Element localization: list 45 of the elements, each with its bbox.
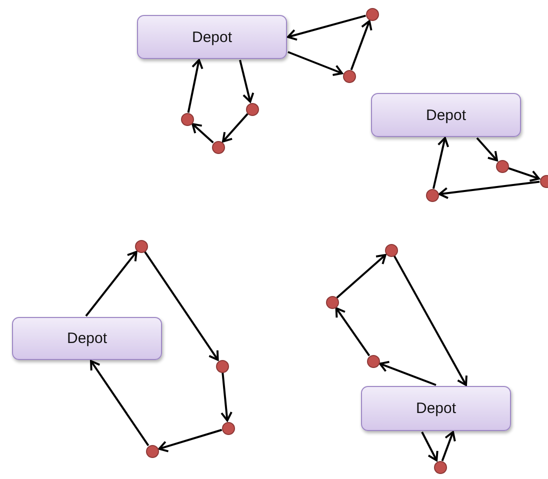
stop-circle [180,112,194,126]
arrow [335,307,370,356]
depot-box [12,317,162,360]
arrow [288,51,344,76]
arrow [158,428,222,452]
stop-circle [212,140,224,154]
arrow [90,360,150,446]
stop-circle [134,240,148,252]
stop-circle [366,354,380,368]
arrow [85,250,138,317]
arrow [336,254,386,298]
depot-box [361,386,511,431]
depot-label: Depot [66,330,108,347]
depot-label: Depot [426,106,466,124]
depot-box [137,15,287,59]
arrow [350,20,372,70]
arrow [476,137,498,162]
arrow [432,137,450,189]
stop-circle [426,188,438,202]
arrow [222,113,248,142]
arrow [438,180,540,200]
arrow [379,360,436,386]
stop-circle [216,360,228,372]
stop-circle [366,8,378,20]
stop-circle [384,244,398,256]
stop-circle [496,160,508,172]
depot-label: Depot [192,28,232,46]
stop-circle [342,70,356,82]
depot-label: Depot [416,400,456,417]
arrow [192,123,214,144]
arrow [220,372,232,422]
arrow [393,255,468,386]
arrow [421,432,438,462]
arrow [287,14,366,41]
stop-circle [222,422,234,434]
arrow [144,250,219,361]
arrow [508,167,540,182]
stop-circle [326,296,338,308]
depot-box [371,93,521,137]
arrow [187,59,204,113]
stop-circle [146,444,158,458]
stop-circle [246,102,258,116]
arrow [239,60,254,103]
stop-circle [434,460,446,474]
arrow [441,431,456,462]
